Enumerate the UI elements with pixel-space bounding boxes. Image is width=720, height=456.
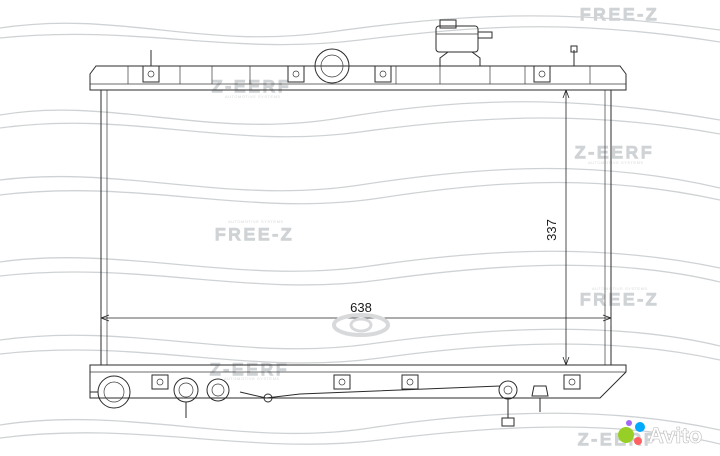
watermark-tagline-1: AUTOMOTIVE SYSTEMS bbox=[225, 94, 281, 99]
watermark-upper-left: Z-EERF bbox=[212, 77, 291, 96]
avito-dot-purple bbox=[626, 420, 632, 426]
watermark-lower-left: Z-EERF bbox=[210, 360, 289, 379]
top-tank bbox=[89, 19, 627, 91]
watermark-tagline-5: AUTOMOTIVE SYSTEMS bbox=[224, 376, 280, 381]
radiator-cap bbox=[435, 25, 479, 53]
bottom-tank bbox=[89, 364, 627, 427]
watermark-tagline-2: AUTOMOTIVE SYSTEMS bbox=[588, 160, 644, 165]
drain-plug bbox=[531, 385, 549, 397]
radiator bbox=[89, 19, 627, 427]
inlet-pipe bbox=[314, 48, 350, 84]
avito-dot-blue bbox=[635, 422, 645, 432]
width-dimension-label: 638 bbox=[350, 300, 372, 315]
watermark-left-mid: FREE-Z bbox=[215, 225, 294, 244]
watermark-texts: FREE-Z Z-EERF AUTOMOTIVE SYSTEMS Z-EERF … bbox=[209, 4, 659, 450]
watermark-tagline-4: AUTOMOTIVE SYSTEMS bbox=[592, 286, 648, 291]
watermark-top-right: FREE-Z bbox=[580, 5, 659, 24]
dimension-lines: 638 337 bbox=[100, 89, 612, 366]
watermark-waves bbox=[0, 15, 720, 445]
avito-dot-green bbox=[618, 427, 634, 443]
watermark-tagline-3: AUTOMOTIVE SYSTEMS bbox=[228, 219, 284, 224]
avito-logo-text: Avito bbox=[648, 423, 702, 448]
watermark-right-mid: Z-EERF bbox=[575, 143, 654, 162]
avito-badge: Avito bbox=[618, 420, 702, 448]
watermark-bottom-right: Z-EERF bbox=[578, 430, 657, 449]
watermark-oval-logo bbox=[332, 313, 390, 337]
filler-neck bbox=[439, 51, 481, 66]
cooler-fitting-2 bbox=[206, 378, 230, 402]
avito-dot-pink bbox=[634, 437, 642, 445]
outlet-pipe bbox=[97, 375, 131, 409]
watermark-right-lower: FREE-Z bbox=[580, 290, 659, 309]
radiator-core bbox=[100, 89, 612, 366]
height-dimension-label: 337 bbox=[544, 219, 559, 241]
